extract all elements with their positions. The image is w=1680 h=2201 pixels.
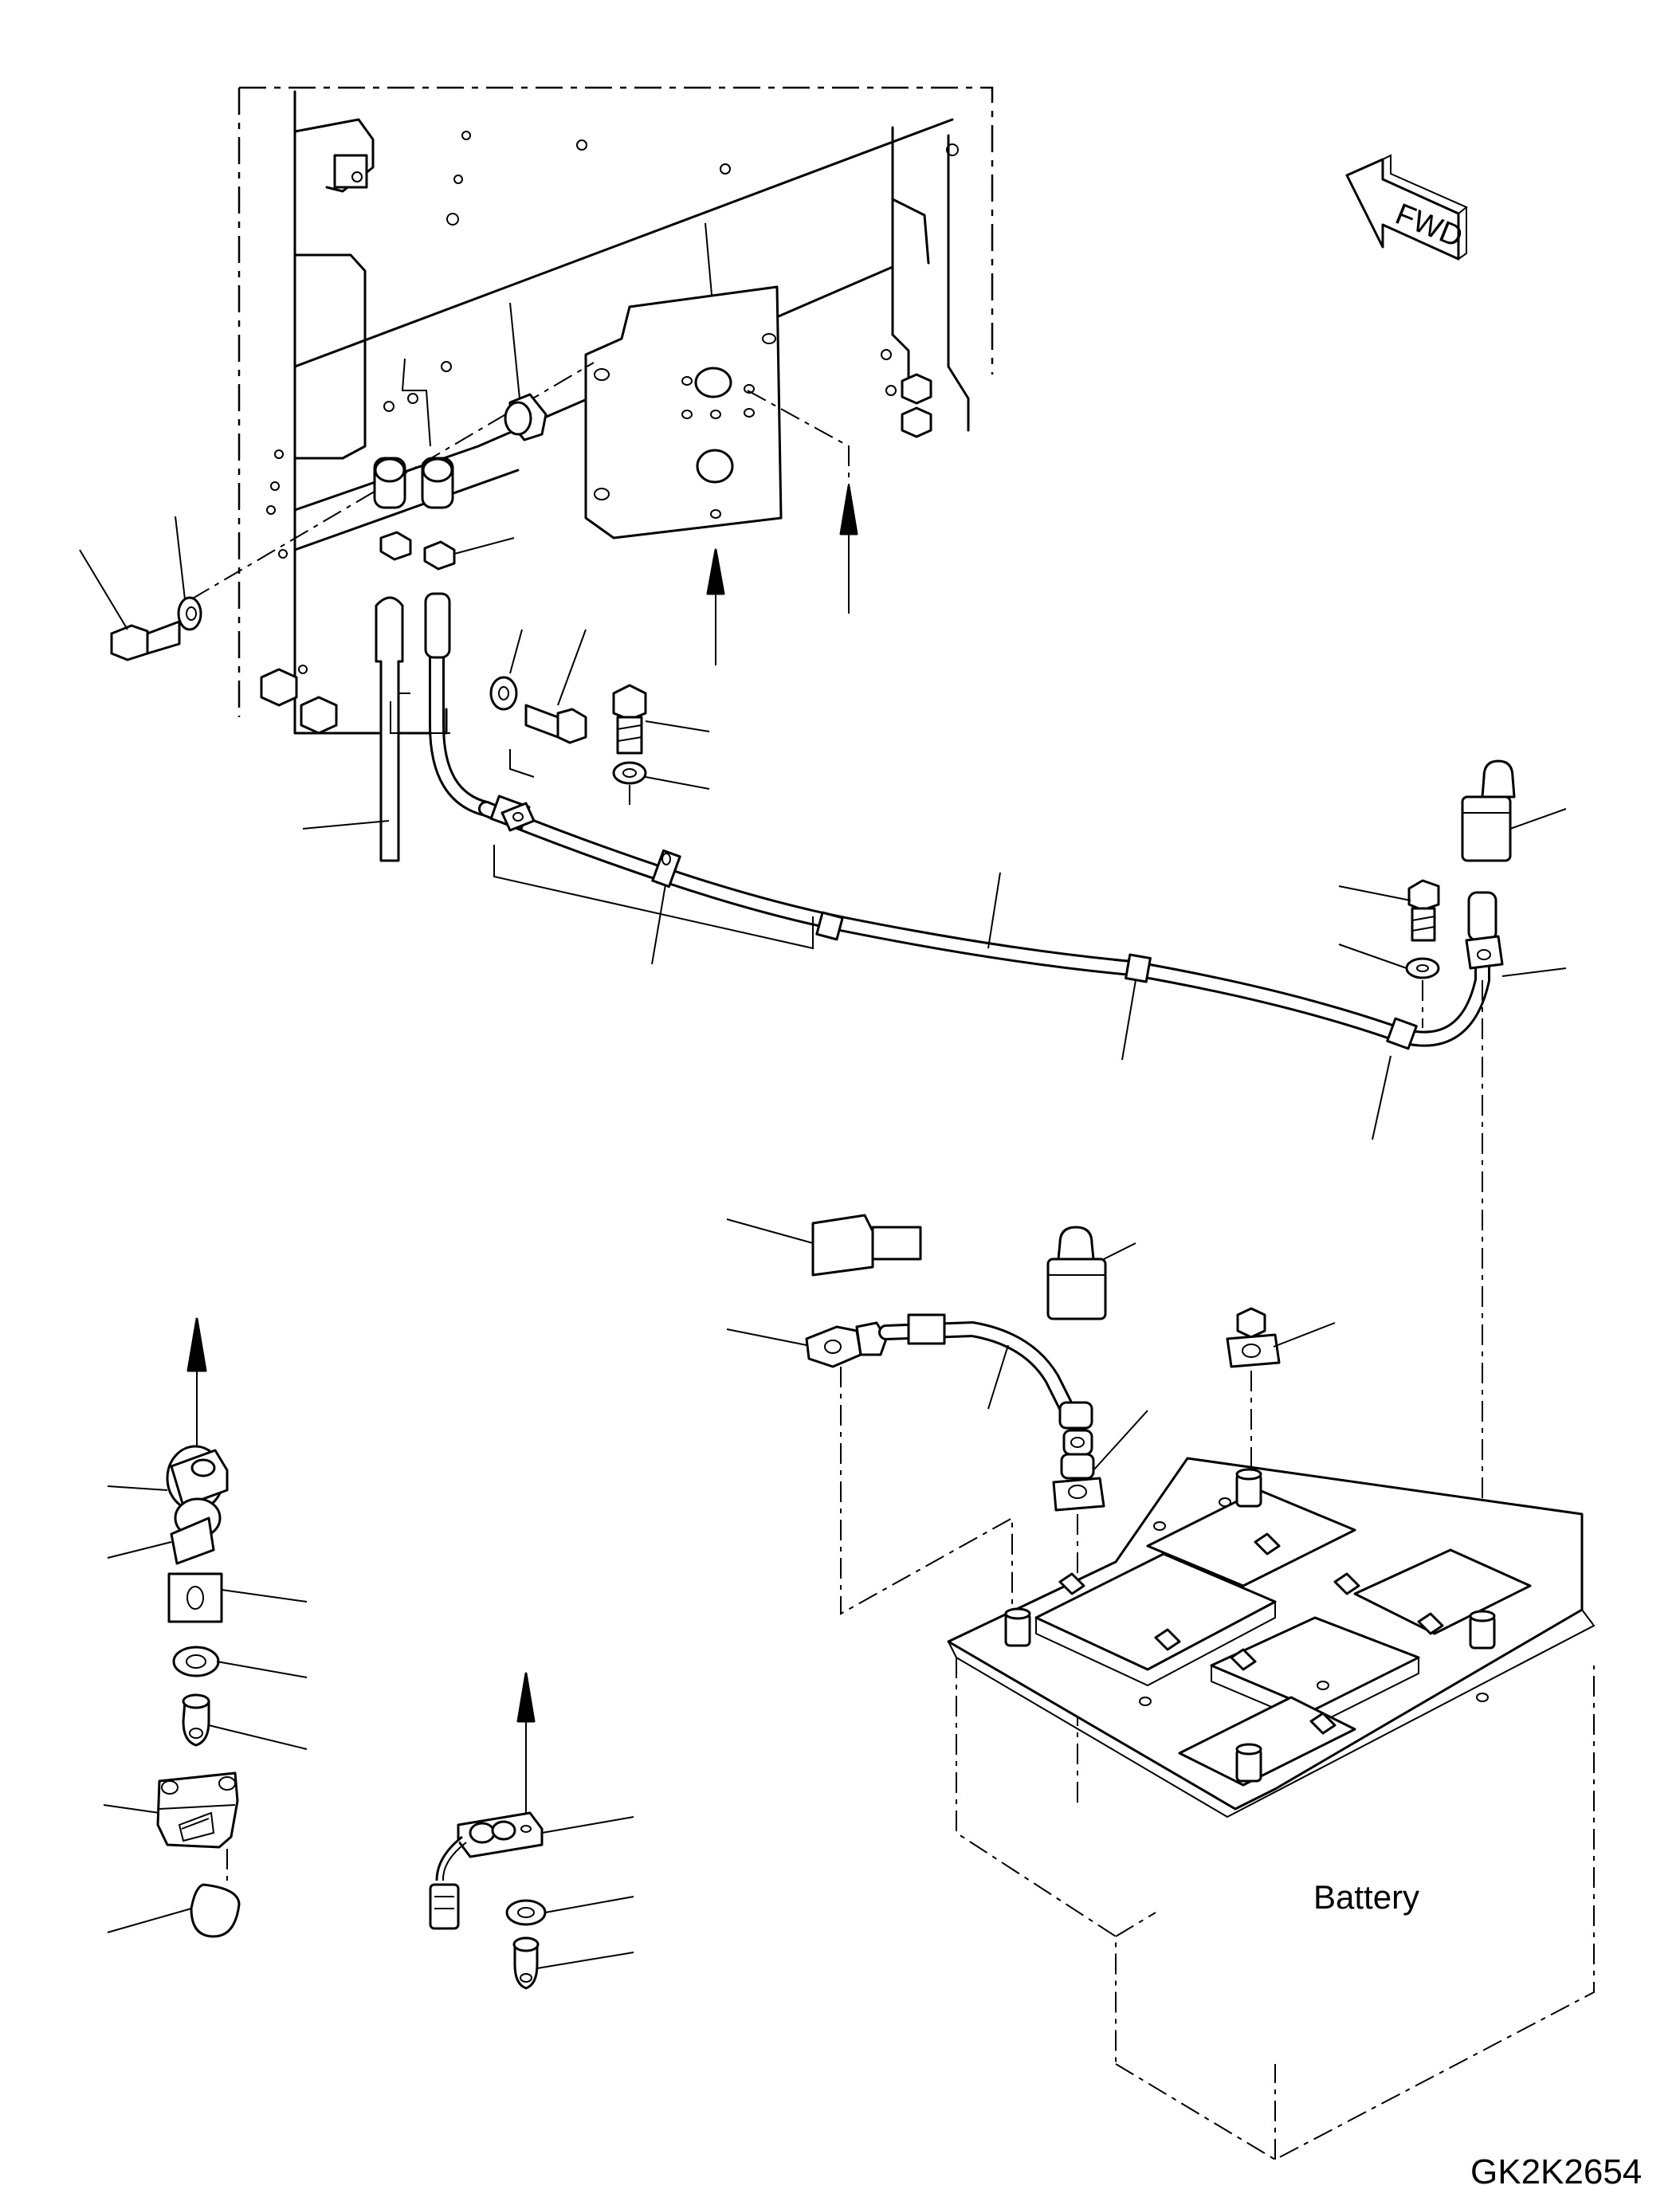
right-bolt-washer [1338,879,1483,1618]
drawing-number: GK2K2654 [1470,2152,1642,2191]
sensor-assembly [429,1672,634,1990]
battery-switch-assembly [103,1317,308,1938]
forward-arrow-icon: FWD [1345,154,1468,261]
mounting-plate [584,222,858,665]
battery-label: Battery [1313,1878,1419,1916]
terminal-connectors [302,358,515,862]
center-bolt-washer [489,629,710,805]
battery-assembly: Battery [947,1457,1596,2161]
battery-cable [478,749,1567,1140]
ground-cable [726,1214,1148,1809]
spacer-assembly [190,302,595,600]
positive-terminal-clamp [1226,1307,1336,1474]
frame-assembly [237,86,994,735]
left-bolt-washer [79,516,202,661]
